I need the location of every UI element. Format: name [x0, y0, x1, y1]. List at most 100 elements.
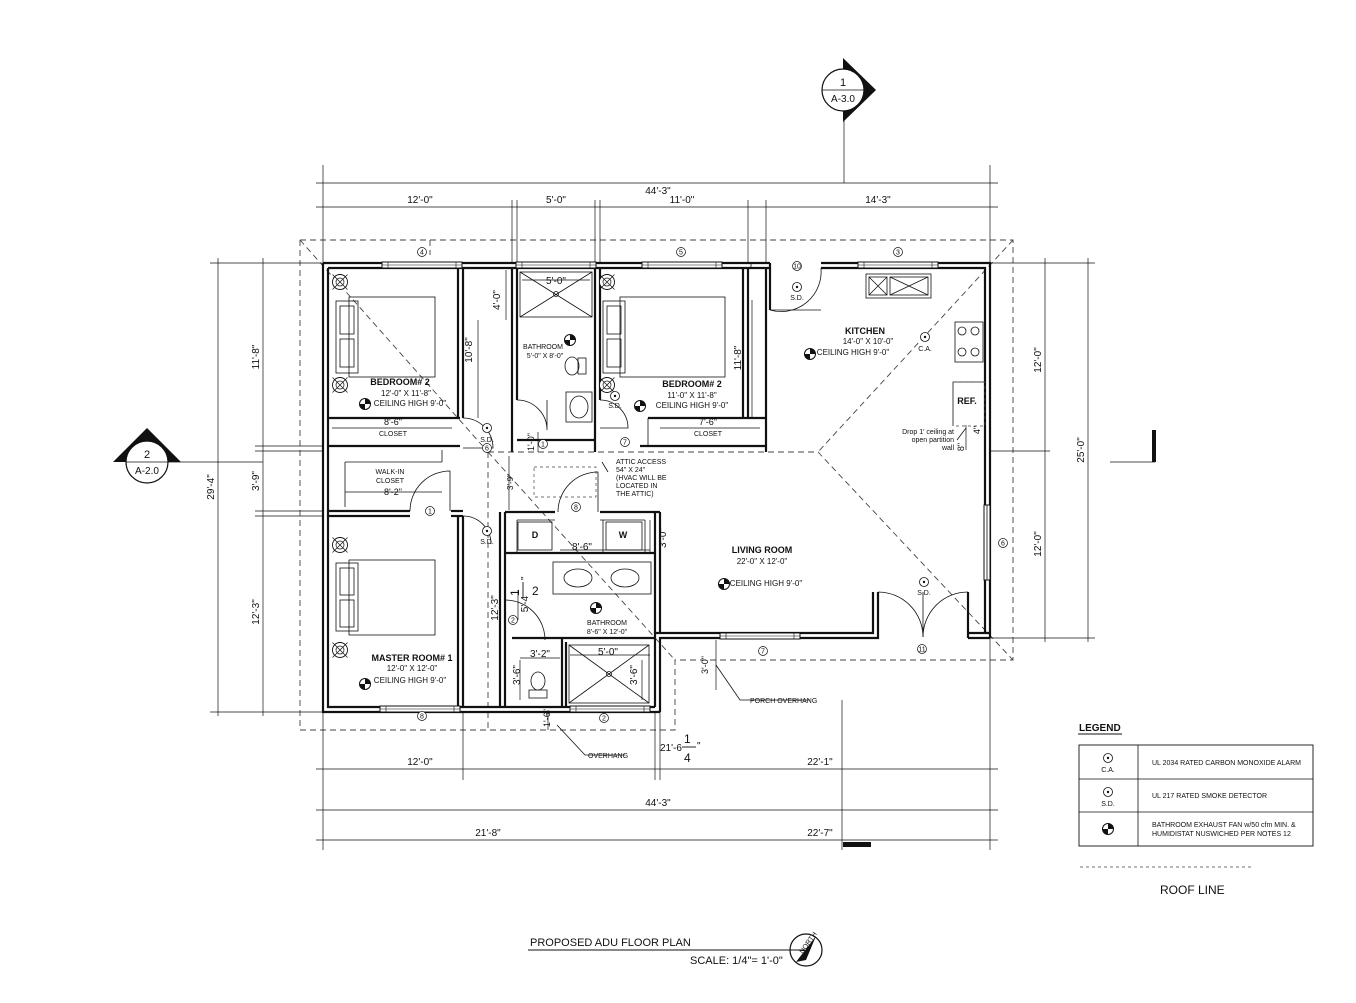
bath2-fixtures [528, 561, 652, 704]
bedroom-b-closet: CLOSET [694, 431, 723, 438]
kitchen-name: KITCHEN [845, 326, 885, 336]
dim-top-4: 14'-3" [865, 195, 891, 206]
dim-toilet-w: 3'-2" [530, 649, 550, 660]
dim-bottom-mid: 21'-6 [660, 743, 682, 754]
dim-toilet-h: 3'-6" [512, 665, 523, 685]
dim-top-3: 11'-0" [670, 195, 695, 206]
bath1-fixtures [519, 271, 593, 423]
leader-lines [533, 427, 967, 756]
exhaust-fan-icon [1102, 823, 1114, 835]
sd-label-living: S.D. [917, 590, 931, 597]
door-tag-text: 7 [623, 440, 627, 447]
bedroom-a-closet: CLOSET [379, 431, 408, 438]
bedroom-b-name: BEDROOM# 2 [662, 379, 722, 389]
door-tag-text: 11 [918, 647, 925, 654]
sd-label-kitchen: S.D. [790, 295, 804, 302]
dim-bath2-5-4-den: 2 [532, 584, 539, 598]
door-tag-text: 8 [574, 505, 578, 512]
walkin-line2: CLOSET [376, 478, 405, 485]
dim-top-2: 5'-0" [546, 195, 566, 206]
dim-bath2-5-4-num: 1 [508, 589, 522, 596]
window-tag-text: 5 [679, 250, 683, 257]
legend-table [1078, 733, 1314, 868]
doors [409, 267, 969, 641]
bed-bedroom-b [599, 274, 726, 393]
dim-shower-w: 5'-0" [598, 647, 618, 658]
dryer-label: D [532, 530, 539, 540]
dim-bath1-width: 5'-0" [546, 276, 566, 287]
dim-right-overall: 25'-0" [1076, 437, 1087, 463]
master-name: MASTER ROOM# 1 [371, 653, 452, 663]
title-block: PROPOSED ADU FLOOR PLAN SCALE: 1/4"= 1'-… [530, 883, 1225, 967]
dim-bottom-half-1: 21'-8" [475, 828, 501, 839]
co-alarm-icon [1103, 753, 1113, 763]
drop-ceiling-note-2: open partition [912, 437, 955, 444]
ca-label-kitchen: C.A. [918, 346, 932, 353]
overhang-label: OVERHANG [588, 753, 628, 760]
drop-ceiling-note-1: Drop 1' ceiling at [902, 429, 954, 436]
dim-closet-b: 7'-6" [699, 417, 717, 427]
dim-kitchen-drop-b: 8" [956, 443, 966, 451]
dim-top-1: 12'-0" [407, 195, 433, 206]
dim-bottom-mid-den: 4 [684, 751, 691, 765]
bath1-size: 5'-0" X 8'-0" [527, 353, 564, 360]
window-tag-text: 7 [761, 649, 765, 656]
dim-walkin: 8'-2" [384, 487, 402, 497]
dim-laundry-width: 8'-6" [572, 542, 592, 553]
door-tag-text: 10 [793, 264, 801, 271]
dim-left-overall: 29'-4" [206, 474, 217, 500]
ref-label: REF. [957, 396, 977, 406]
dim-bath2-5-4-inch: " [520, 576, 531, 580]
legend-title: LEGEND [1079, 723, 1121, 734]
bedroom-a-name: BEDROOM# 2 [370, 377, 430, 387]
window-tag-text: 3 [896, 250, 900, 257]
note-labels: ATTIC ACCESS 54" X 24" (HVAC WILL BE LOC… [532, 396, 977, 760]
legend-text-fan-1: BATHROOM EXHAUST FAN w/50 cfm MIN. & [1152, 822, 1296, 829]
dim-left-1: 11'-8" [251, 344, 262, 369]
section-left-number: 2 [144, 449, 150, 461]
dim-bath2-5-4: 5'-4 [520, 595, 531, 612]
legend-text-sd: UL 217 RATED SMOKE DETECTOR [1152, 793, 1267, 800]
bed-bedroom-a [332, 274, 436, 393]
bedroom-a-ceiling: CEILING HIGH 9'-0" [374, 399, 447, 408]
dim-bath1-top: 4'-0" [492, 290, 503, 310]
dim-bottom-mid-inch: " [697, 741, 701, 752]
living-size: 22'-0" X 12'-0" [737, 557, 788, 566]
attic-note-1: ATTIC ACCESS [616, 459, 666, 466]
room-labels: BEDROOM# 2 12'-0" X 11'-8" CEILING HIGH … [370, 326, 893, 685]
dim-left-2: 3'-9" [251, 471, 262, 491]
dim-bottom-2: 22'-1" [807, 757, 833, 768]
dim-bottom-overall: 44'-3" [645, 798, 671, 809]
dim-shower-h: 3'-6" [629, 665, 640, 685]
dim-bedroom2-right: 11'-8" [733, 345, 744, 370]
section-marker-top [821, 58, 876, 122]
section-marker-labels: 1 A-3.0 2 A-2.0 [135, 77, 855, 477]
dim-top-overall: 44'-3" [645, 186, 671, 197]
dim-bottom-1: 12'-0" [407, 757, 433, 768]
dim-closet-a: 8'-6" [384, 417, 402, 427]
bed-master [332, 537, 436, 658]
window-tag-text: 8 [420, 714, 424, 721]
attic-note-5: THE ATTIC) [616, 491, 654, 498]
dim-left-3: 12'-3" [251, 599, 262, 625]
legend-symbol-ca: C.A. [1101, 767, 1115, 774]
kitchen-ceiling: CEILING HIGH 9'-0" [817, 348, 890, 357]
kitchen-fixtures [865, 273, 984, 363]
dimension-lines [160, 100, 1156, 850]
dim-right-1: 12'-0" [1033, 347, 1044, 373]
sd-label-hall-a: S.D. [480, 437, 494, 444]
section-top-number: 1 [840, 77, 846, 89]
plan-scale: SCALE: 1/4"= 1'-0" [690, 955, 783, 967]
legend-text-fan-2: HUMIDISTAT NUSWICHED PER NOTES 12 [1152, 831, 1291, 838]
dim-overhang-1-6: 1'-6" [542, 709, 552, 727]
dim-right-2: 12'-0" [1033, 531, 1044, 557]
living-name: LIVING ROOM [732, 545, 793, 555]
tag-labels: 4 5 3 6 7 8 2 10 1 7 6 8 1 2 11 [420, 250, 1005, 723]
window-tag-text: 4 [420, 250, 424, 257]
dim-bedroom2-left: 10'-8" [464, 337, 475, 363]
porch-overhang-label: PORCH OVERHANG [750, 698, 817, 705]
window-tag-text: 6 [1001, 541, 1005, 548]
bath1-name: BATHROOM [523, 344, 563, 351]
bedroom-b-size: 11'-0" X 11'-8" [667, 391, 717, 400]
